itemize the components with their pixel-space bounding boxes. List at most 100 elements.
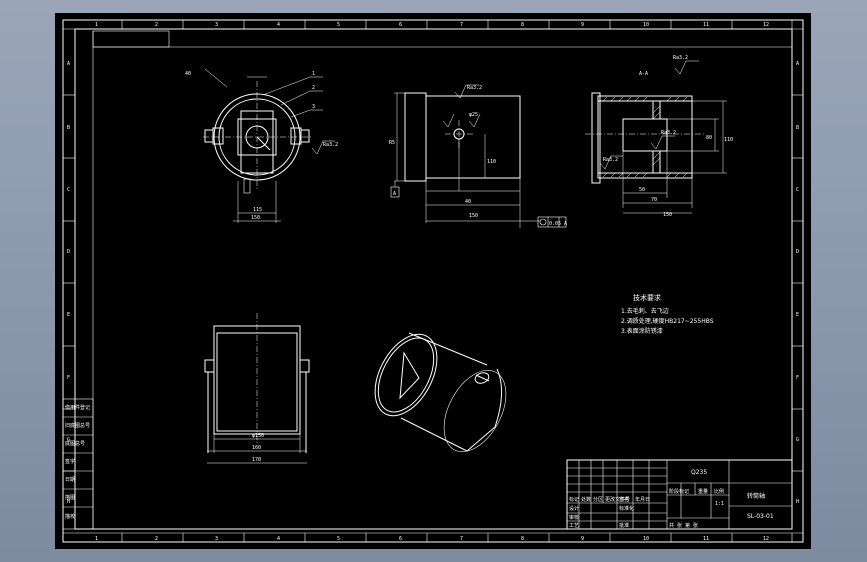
- svg-text:3: 3: [215, 536, 218, 542]
- tech-requirements: 技术要求 1.去毛刺、去飞边 2.调质处理,硬度HB217~255HBS 3.表…: [621, 293, 714, 335]
- svg-text:共 张 第 张: 共 张 第 张: [669, 522, 698, 529]
- svg-text:φ25: φ25: [469, 112, 478, 118]
- svg-text:170: 170: [252, 457, 261, 463]
- zone-labels: 1 2 3 4 5 6 7 8 9 10 11 12 1 2 3 4 5 6 7…: [67, 22, 799, 542]
- svg-text:更改文件号: 更改文件号: [605, 496, 630, 503]
- svg-text:5: 5: [337, 536, 340, 542]
- svg-text:9: 9: [581, 22, 584, 28]
- svg-text:Ra3.2: Ra3.2: [673, 55, 688, 61]
- svg-text:1: 1: [95, 536, 98, 542]
- svg-text:2: 2: [155, 22, 158, 28]
- section-view-labels: Ra3.2 Ra3.2 Ra3.2 A-A 50 70 80 110 150: [603, 55, 733, 218]
- svg-text:E: E: [796, 312, 799, 318]
- svg-text:签名: 签名: [619, 496, 629, 503]
- svg-text:9: 9: [581, 536, 584, 542]
- svg-text:10: 10: [643, 22, 649, 28]
- svg-text:C: C: [67, 187, 70, 193]
- svg-text:SL-03-01: SL-03-01: [747, 513, 774, 520]
- svg-text:底图总号: 底图总号: [65, 440, 85, 447]
- svg-text:Q235: Q235: [691, 469, 707, 476]
- svg-text:4: 4: [277, 536, 280, 542]
- svg-text:80: 80: [706, 135, 712, 141]
- svg-text:F: F: [796, 375, 799, 381]
- svg-text:描校: 描校: [65, 513, 75, 520]
- outer-border: [62, 19, 804, 543]
- svg-text:12: 12: [763, 22, 769, 28]
- svg-text:C: C: [796, 187, 799, 193]
- drawing-canvas: 1 2 3 4 5 6 7 8 9 10 11 12 1 2 3 4 5 6 7…: [62, 19, 804, 543]
- svg-text:115: 115: [253, 207, 262, 213]
- side-view-labels: Ra3.2 40 150 110 R5 φ25 0.05 A A: [389, 85, 567, 227]
- svg-text:11: 11: [703, 536, 709, 542]
- svg-text:110: 110: [724, 137, 733, 143]
- svg-text:H: H: [796, 499, 799, 505]
- svg-text:R5: R5: [389, 140, 395, 146]
- svg-text:描图: 描图: [65, 494, 75, 501]
- top-view: [203, 68, 323, 223]
- svg-text:A: A: [393, 191, 396, 197]
- svg-text:B: B: [796, 125, 799, 131]
- side-view: [390, 84, 567, 228]
- top-left-corner-box: [92, 30, 170, 48]
- svg-text:B: B: [67, 125, 70, 131]
- svg-text:Ra3.2: Ra3.2: [661, 130, 676, 136]
- svg-text:G: G: [67, 437, 70, 443]
- svg-text:1:1: 1:1: [715, 501, 724, 507]
- svg-text:1.去毛刺、去飞边: 1.去毛刺、去飞边: [621, 307, 669, 315]
- svg-text:Ra3.2: Ra3.2: [467, 85, 482, 91]
- left-revision-panel: 借用件登记 旧底图总号 底图总号 签字 日期 描图 描校: [62, 398, 94, 530]
- inner-border: [74, 28, 793, 530]
- svg-text:150: 150: [251, 215, 260, 221]
- svg-text:0.05 A: 0.05 A: [549, 221, 567, 227]
- svg-text:D: D: [67, 249, 70, 255]
- drawing-sheet: 1 2 3 4 5 6 7 8 9 10 11 12 1 2 3 4 5 6 7…: [55, 13, 811, 549]
- svg-text:F: F: [67, 375, 70, 381]
- svg-text:7: 7: [460, 22, 463, 28]
- svg-text:160: 160: [252, 445, 261, 451]
- svg-text:H: H: [67, 499, 70, 505]
- svg-text:E: E: [67, 312, 70, 318]
- front-view-labels: φ150 160 170: [252, 433, 264, 463]
- svg-text:150: 150: [469, 213, 478, 219]
- svg-text:1: 1: [312, 71, 315, 77]
- svg-text:6: 6: [399, 22, 402, 28]
- svg-text:6: 6: [399, 536, 402, 542]
- svg-text:2: 2: [155, 536, 158, 542]
- front-view: [204, 313, 310, 464]
- svg-text:比例: 比例: [714, 488, 724, 495]
- svg-text:3: 3: [312, 104, 315, 110]
- svg-text:年月日: 年月日: [635, 496, 650, 503]
- svg-text:批准: 批准: [619, 522, 629, 529]
- svg-text:φ150: φ150: [252, 433, 264, 439]
- title-block-labels: 标记 处数 分区 更改文件号 签名 年月日 设计 审核 工艺 标准化 批准 阶段…: [569, 469, 774, 529]
- svg-text:Ra3.2: Ra3.2: [603, 157, 618, 163]
- svg-text:处数: 处数: [581, 496, 591, 503]
- svg-text:12: 12: [763, 536, 769, 542]
- svg-text:4: 4: [277, 22, 280, 28]
- svg-text:阶段标记: 阶段标记: [669, 488, 689, 495]
- svg-text:重量: 重量: [698, 488, 708, 495]
- svg-text:70: 70: [651, 197, 657, 203]
- svg-text:转筒轴: 转筒轴: [747, 492, 765, 500]
- svg-text:旧底图总号: 旧底图总号: [65, 422, 90, 429]
- svg-text:D: D: [796, 249, 799, 255]
- svg-text:8: 8: [521, 22, 524, 28]
- svg-text:技术要求: 技术要求: [633, 293, 661, 302]
- svg-text:11: 11: [703, 22, 709, 28]
- svg-text:2: 2: [312, 85, 315, 91]
- svg-text:日期: 日期: [65, 477, 75, 483]
- svg-text:150: 150: [663, 212, 672, 218]
- top-view-labels: 1 2 3 40 115 150 Ra3.2: [185, 71, 338, 221]
- svg-text:设计: 设计: [569, 505, 579, 512]
- svg-text:40: 40: [465, 199, 471, 205]
- svg-text:签字: 签字: [65, 458, 75, 465]
- svg-text:标准化: 标准化: [619, 505, 634, 512]
- svg-text:工艺: 工艺: [569, 523, 579, 529]
- svg-text:审核: 审核: [569, 514, 579, 521]
- svg-text:8: 8: [521, 536, 524, 542]
- svg-text:分区: 分区: [593, 496, 603, 503]
- svg-text:A-A: A-A: [639, 71, 648, 77]
- section-view: [585, 60, 727, 208]
- isometric-view: [374, 332, 507, 453]
